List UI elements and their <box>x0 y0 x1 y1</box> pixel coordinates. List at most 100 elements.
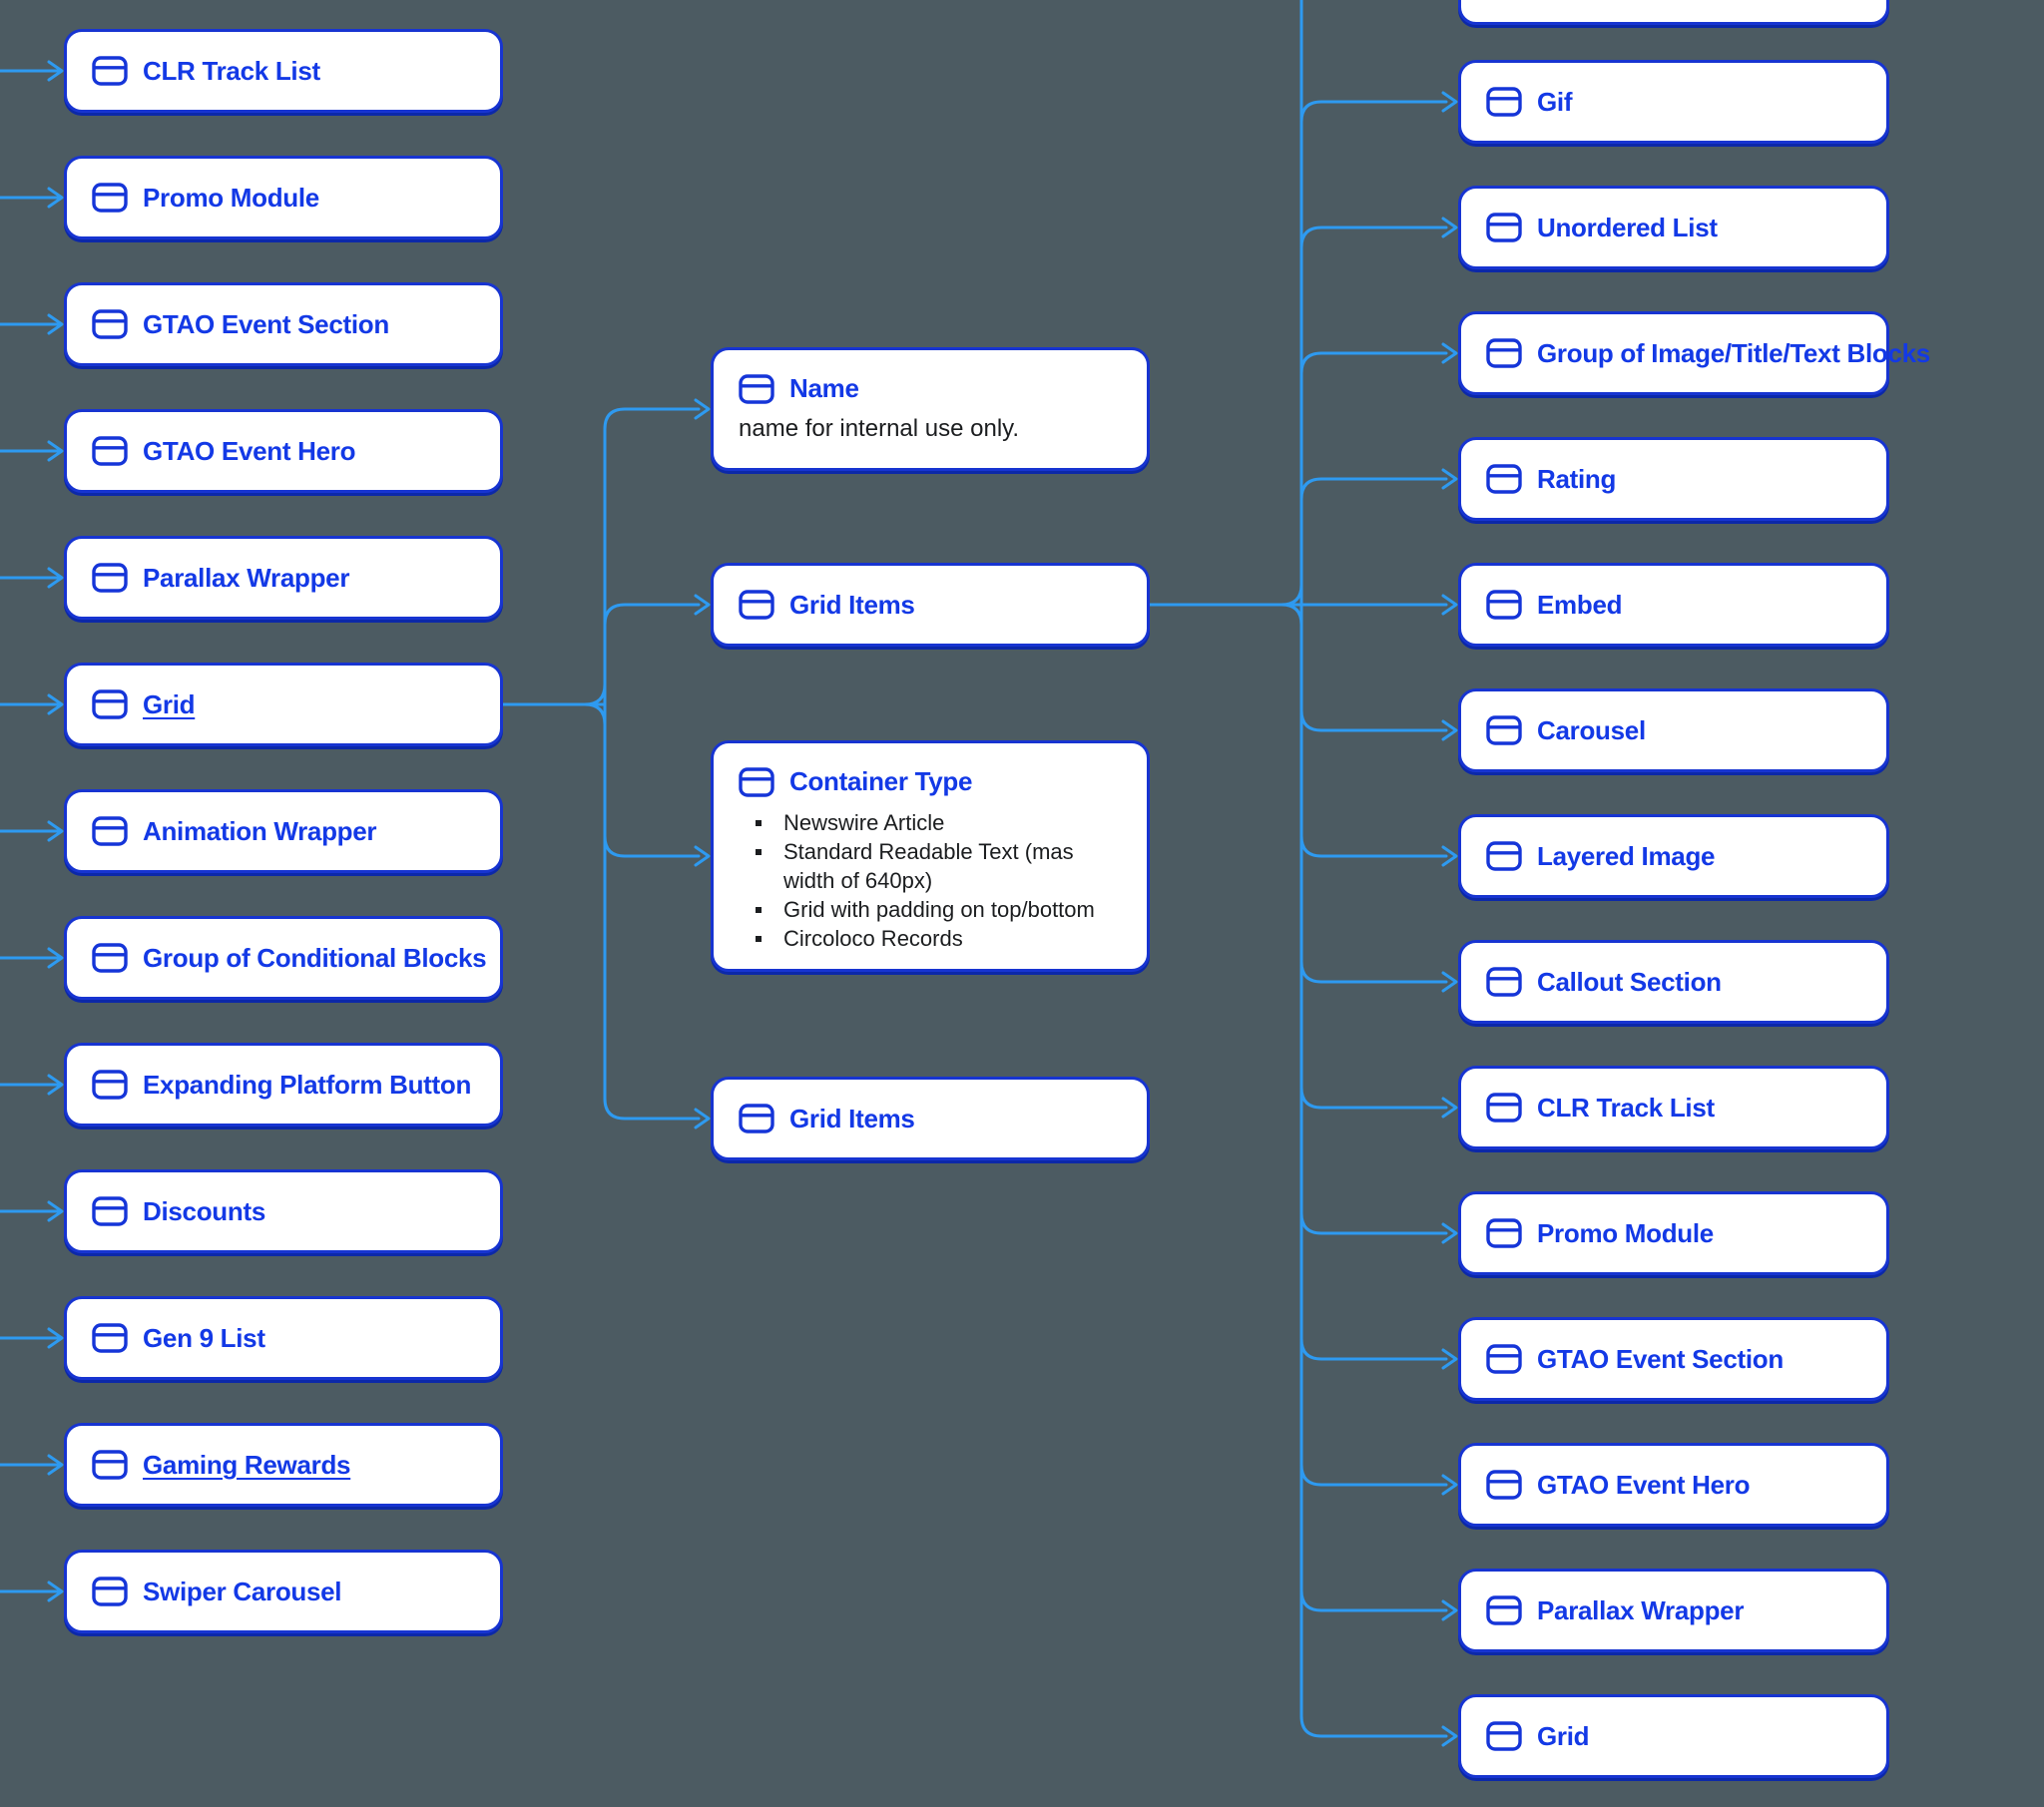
node-left-gen9-list[interactable]: Gen 9 List <box>64 1296 503 1380</box>
node-right-layered-image[interactable]: Layered Image <box>1458 814 1889 898</box>
node-left-grid[interactable]: Grid <box>64 663 503 746</box>
node-header: Parallax Wrapper <box>67 563 500 594</box>
arrowhead-icon <box>47 440 64 462</box>
node-right-gtao-event-hero[interactable]: GTAO Event Hero <box>1458 1443 1889 1527</box>
node-label: Grid Items <box>789 589 915 620</box>
content-entry-card-icon <box>1486 1344 1522 1374</box>
node-left-gtao-event-hero[interactable]: GTAO Event Hero <box>64 409 503 493</box>
arrowhead-icon <box>1441 342 1458 364</box>
node-header: GTAO Event Hero <box>1461 1470 1886 1501</box>
node-header: GTAO Event Hero <box>67 436 500 467</box>
node-header: Container Type <box>714 766 1147 797</box>
arrowhead-icon <box>1441 845 1458 867</box>
fan-junction-arc <box>1279 583 1303 607</box>
node-left-parallax-wrapper[interactable]: Parallax Wrapper <box>64 536 503 620</box>
arrowhead-icon <box>694 594 711 616</box>
content-entry-card-icon <box>739 766 774 797</box>
node-mid-grid-items[interactable]: Grid Items <box>711 563 1150 647</box>
node-left-expanding-platform[interactable]: Expanding Platform Button <box>64 1043 503 1127</box>
node-label: Grid <box>143 688 196 719</box>
node-header: Group of Conditional Blocks <box>67 943 500 974</box>
node-right-parallax-wrapper[interactable]: Parallax Wrapper <box>1458 1569 1889 1652</box>
node-right-embed[interactable]: Embed <box>1458 563 1889 647</box>
content-entry-card-icon <box>92 1323 128 1353</box>
arrowhead-icon <box>1441 719 1458 741</box>
arrowhead-icon <box>47 1200 64 1222</box>
fan-branch-line <box>1299 1211 1448 1235</box>
arrowhead-icon <box>47 1327 64 1349</box>
bullet-item: Circoloco Records <box>739 924 1123 953</box>
content-entry-card-icon <box>1486 1218 1522 1248</box>
node-right-callout-section[interactable]: Callout Section <box>1458 940 1889 1024</box>
node-label: Swiper Carousel <box>143 1576 342 1606</box>
arrowhead-icon <box>47 60 64 82</box>
arrowhead-icon <box>1441 217 1458 238</box>
node-mid-name[interactable]: Name name for internal use only. <box>711 347 1150 471</box>
node-label: Name <box>789 373 859 403</box>
node-right-carousel[interactable]: Carousel <box>1458 688 1889 772</box>
node-right-gtao-event-section[interactable]: GTAO Event Section <box>1458 1317 1889 1401</box>
fan-branch-line <box>603 1097 701 1121</box>
node-label: Promo Module <box>1537 1217 1714 1248</box>
arrowhead-icon <box>47 187 64 209</box>
node-left-animation-wrapper[interactable]: Animation Wrapper <box>64 789 503 873</box>
node-label: Parallax Wrapper <box>1537 1594 1745 1625</box>
content-entry-card-icon <box>1486 464 1522 494</box>
node-header: Grid <box>67 689 500 720</box>
content-entry-card-icon <box>92 563 128 593</box>
fan-branch-line <box>1299 1714 1448 1738</box>
node-header: Name <box>714 373 1147 404</box>
arrowhead-icon <box>1441 468 1458 490</box>
node-left-gtao-event-section[interactable]: GTAO Event Section <box>64 282 503 366</box>
node-header: Gen 9 List <box>67 1323 500 1354</box>
node-header: CLR Track List <box>67 56 500 87</box>
bullet-item: Newswire Article <box>739 808 1123 837</box>
node-right-gif[interactable]: Gif <box>1458 60 1889 144</box>
node-left-promo-module[interactable]: Promo Module <box>64 156 503 239</box>
node-label: GTAO Event Hero <box>1537 1469 1751 1500</box>
node-left-discounts[interactable]: Discounts <box>64 1169 503 1253</box>
node-right-rating[interactable]: Rating <box>1458 437 1889 521</box>
node-header: Grid <box>1461 1721 1886 1752</box>
node-right-promo-module[interactable]: Promo Module <box>1458 1191 1889 1275</box>
arrowhead-icon <box>47 1074 64 1096</box>
content-entry-card-icon <box>92 943 128 973</box>
arrowhead-icon <box>694 845 711 867</box>
node-left-group-conditional[interactable]: Group of Conditional Blocks <box>64 916 503 1000</box>
content-entry-card-icon <box>92 1577 128 1606</box>
node-left-clr-track-list[interactable]: CLR Track List <box>64 29 503 113</box>
arrowhead-icon <box>47 693 64 715</box>
node-right-group-image-blocks[interactable]: Group of Image/Title/Text Blocks <box>1458 311 1930 395</box>
node-header: Grid Items <box>714 590 1147 621</box>
content-entry-card-icon <box>92 436 128 466</box>
bullet-item: Grid with padding on top/bottom <box>739 895 1123 924</box>
content-entry-card-icon <box>1486 1470 1522 1500</box>
node-mid-grid-items-2[interactable]: Grid Items <box>711 1077 1150 1160</box>
node-right-clr-track-list[interactable]: CLR Track List <box>1458 1066 1889 1149</box>
node-right-unordered-list[interactable]: Unordered List <box>1458 186 1889 269</box>
node-left-gaming-rewards[interactable]: Gaming Rewards <box>64 1423 503 1507</box>
fan-branch-line <box>1299 1337 1448 1361</box>
node-header: Gaming Rewards <box>67 1450 500 1481</box>
node-left-swiper-carousel[interactable]: Swiper Carousel <box>64 1550 503 1633</box>
arrowhead-icon <box>47 313 64 335</box>
node-header: Expanding Platform Button <box>67 1070 500 1101</box>
node-right-grid[interactable]: Grid <box>1458 1694 1889 1778</box>
node-subtitle: name for internal use only. <box>739 415 1020 442</box>
arrowhead-icon <box>1441 971 1458 993</box>
fan-branch-line <box>1299 1588 1448 1612</box>
arrowhead-icon <box>1441 1599 1458 1621</box>
node-header: Unordered List <box>1461 213 1886 243</box>
node-label: Grid Items <box>789 1103 915 1133</box>
arrowhead-icon <box>694 398 711 420</box>
node-header: GTAO Event Section <box>1461 1344 1886 1375</box>
arrowhead-icon <box>1441 1222 1458 1244</box>
fan-branch-line <box>1299 708 1448 732</box>
content-entry-card-icon <box>739 373 774 404</box>
arrowhead-icon <box>1441 1474 1458 1496</box>
fan-junction-arc <box>1279 603 1303 627</box>
node-right-partial-top[interactable] <box>1458 0 1889 25</box>
